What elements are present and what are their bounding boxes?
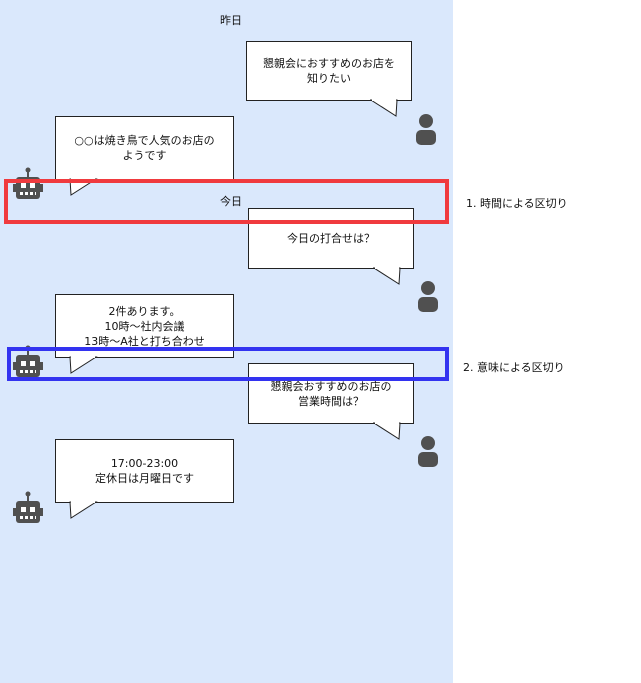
date-separator-yesterday: 昨日	[220, 14, 242, 27]
date-separator-today: 今日	[220, 195, 242, 208]
bubble-tail	[373, 267, 401, 285]
bubble-tail	[69, 501, 98, 519]
time-split-highlight	[4, 179, 449, 224]
chat-bubble-user: 懇親会おすすめのお店の 営業時間は？	[248, 363, 414, 424]
chat-bubble-bot: 17:00-23:00 定休日は月曜日です	[55, 439, 234, 503]
person-icon	[416, 114, 436, 145]
time-split-label: 1. 時間による区切り	[466, 197, 568, 210]
meaning-split-highlight	[7, 347, 449, 381]
bubble-tail	[69, 356, 98, 374]
person-icon	[418, 281, 438, 312]
person-icon	[418, 436, 438, 467]
meaning-split-label: 2. 意味による区切り	[463, 361, 565, 374]
chat-bubble-user: 懇親会におすすめのお店を 知りたい	[246, 41, 412, 101]
bubble-tail	[373, 422, 401, 440]
chat-bubble-user: 今日の打合せは？	[248, 208, 414, 269]
bubble-tail	[370, 99, 398, 117]
chat-bubble-bot: ○○は焼き鳥で人気のお店の ようです	[55, 116, 234, 180]
robot-icon	[13, 491, 43, 523]
